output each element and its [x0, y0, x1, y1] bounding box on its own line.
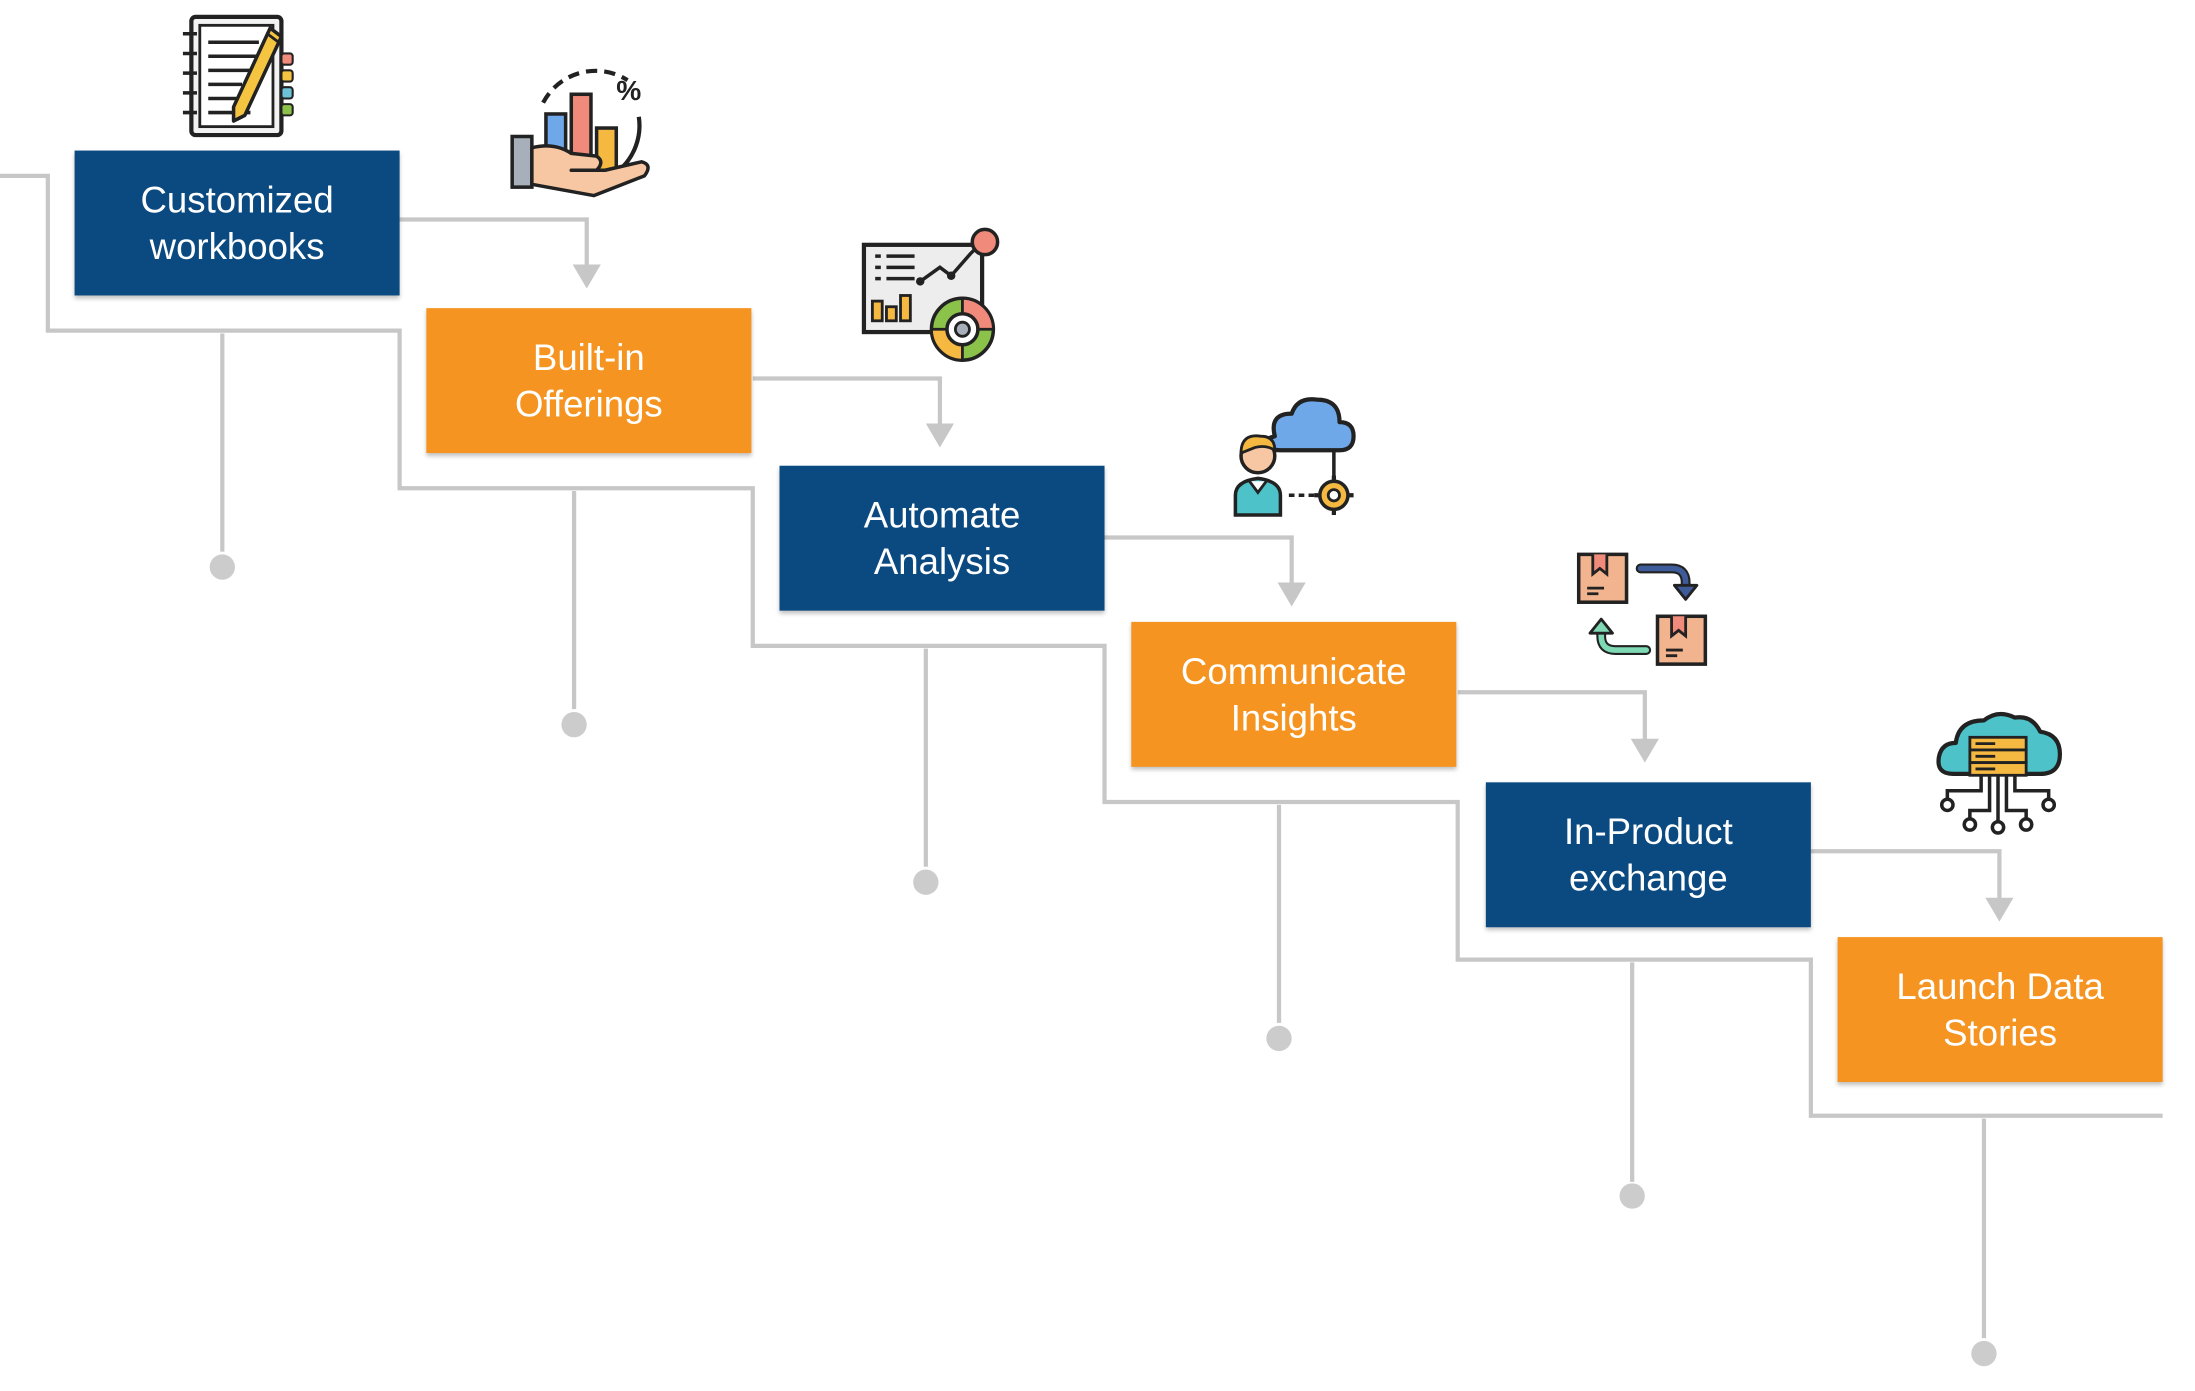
step-label: Launch Data Stories	[1896, 964, 2104, 1054]
cloud-server-network-icon	[1936, 711, 2063, 835]
arrow-head-5	[1985, 897, 2014, 922]
end-dot-1	[209, 554, 235, 580]
arrow-head-2	[925, 423, 954, 448]
arrow-head-4	[1630, 738, 1659, 763]
arrow-connector-3	[1104, 535, 1294, 586]
arrow-connector-1	[399, 217, 589, 268]
step-in-product-exchange: In-Product exchange	[1485, 782, 1811, 928]
end-dot-3	[913, 869, 939, 895]
end-dot-5	[1619, 1183, 1645, 1209]
step-label: Customized workbooks	[140, 177, 334, 267]
step-launch-data-stories: Launch Data Stories	[1837, 937, 2163, 1083]
step-automate-analysis: Automate Analysis	[779, 465, 1105, 611]
box-exchange-arrows-icon	[1576, 552, 1708, 666]
end-dot-4	[1266, 1025, 1292, 1052]
notebook-pencil-icon	[182, 14, 294, 138]
person-cloud-gear-icon	[1233, 397, 1356, 517]
step-label: Built-in Offerings	[514, 335, 663, 425]
step-label: Automate Analysis	[863, 493, 1021, 582]
step-label: Communicate Insights	[1180, 649, 1407, 738]
arrow-head-1	[572, 264, 601, 289]
arrow-head-3	[1277, 582, 1306, 607]
svg-text:%: %	[616, 75, 641, 106]
step-label: In-Product exchange	[1563, 809, 1733, 899]
step-customized-workbooks: Customized workbooks	[74, 150, 400, 296]
step-communicate-insights: Communicate Insights	[1131, 621, 1457, 767]
step-built-in-offerings: Built-in Offerings	[426, 308, 752, 454]
hand-bar-chart-percent-icon: %	[510, 68, 650, 198]
arrow-connector-2	[752, 376, 943, 427]
arrow-connector-5	[1810, 849, 2002, 901]
arrow-connector-4	[1457, 690, 1647, 742]
end-dot-2	[561, 711, 587, 738]
end-dot-6	[1971, 1340, 1997, 1367]
dashboard-analytics-icon	[861, 227, 1000, 362]
stair-outline	[0, 173, 2163, 1118]
